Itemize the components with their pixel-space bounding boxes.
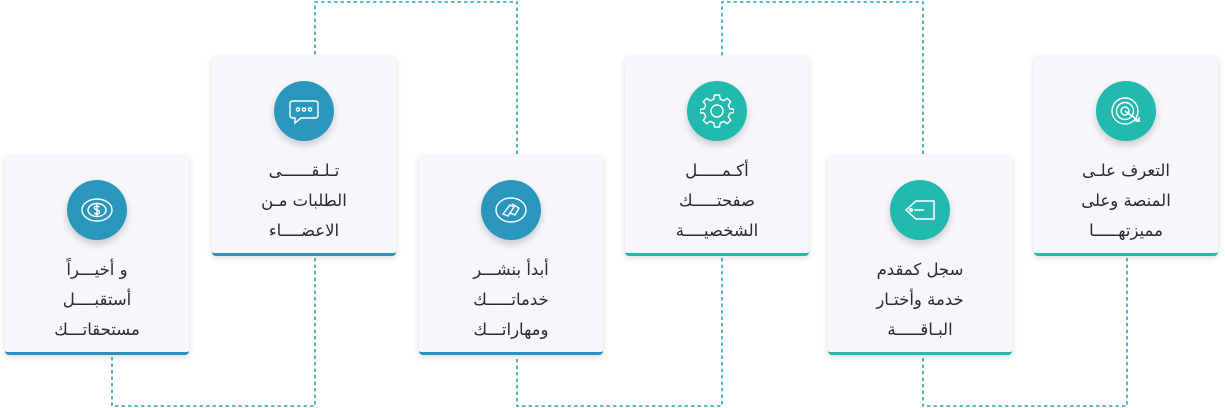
step-text-line: البـاقـــــة xyxy=(887,320,953,339)
step-text-line: المنصة وعلى xyxy=(1081,191,1171,210)
step-card-6: و أخيـــراً أستقبــــل مستحقاتـــك xyxy=(5,155,189,355)
step-text-line: خدماتـــــك xyxy=(473,290,549,309)
step-text-line: أستقبــــل xyxy=(62,290,132,309)
step-card-5: تـلـقــــــى الطلبات مـن الاعضــــاء xyxy=(212,56,396,256)
step-text-line: أبدأ بنشـــر xyxy=(473,260,549,279)
target-icon xyxy=(1096,81,1156,141)
step-text: أبدأ بنشـــر خدماتـــــك ومهاراتـــك xyxy=(429,255,593,345)
chat-bubble-icon xyxy=(274,81,334,141)
step-card-4: أبدأ بنشـــر خدماتـــــك ومهاراتـــك xyxy=(419,155,603,355)
step-text-line: مميزتهـــــا xyxy=(1089,221,1163,240)
step-text-line: التعرف علـى xyxy=(1082,161,1170,180)
step-text: التعرف علـى المنصة وعلى مميزتهـــــا xyxy=(1044,156,1208,246)
step-text: تـلـقــــــى الطلبات مـن الاعضــــاء xyxy=(222,156,386,246)
step-text-line: الطلبات مـن xyxy=(261,191,347,210)
step-text: و أخيـــراً أستقبــــل مستحقاتـــك xyxy=(15,255,179,345)
ticket-icon xyxy=(890,180,950,240)
step-text-line: ومهاراتـــك xyxy=(473,320,549,339)
step-text: أكـمـــــل صفحتـــــك الشخصيــــة xyxy=(635,156,799,246)
step-text-line: صفحتـــــك xyxy=(678,191,756,210)
step-text-line: تـلـقــــــى xyxy=(268,161,340,180)
step-text-line: الشخصيــــة xyxy=(675,221,759,240)
step-text-line: مستحقاتـــك xyxy=(54,320,140,339)
step-text-line: سجل كمقدم xyxy=(876,260,964,279)
gear-icon xyxy=(687,81,747,141)
step-text-line: الاعضــــاء xyxy=(268,221,340,240)
step-text-line: خدمة وأختـار xyxy=(876,290,964,309)
step-text-line: أكـمـــــل xyxy=(685,161,749,180)
step-card-2: سجل كمقدم خدمة وأختـار البـاقـــــة xyxy=(828,155,1012,355)
handshake-icon xyxy=(481,180,541,240)
step-text-line: و أخيـــراً xyxy=(66,260,128,279)
dollar-coin-icon xyxy=(67,180,127,240)
step-card-3: أكـمـــــل صفحتـــــك الشخصيــــة xyxy=(625,56,809,256)
step-text: سجل كمقدم خدمة وأختـار البـاقـــــة xyxy=(838,255,1002,345)
step-card-1: التعرف علـى المنصة وعلى مميزتهـــــا xyxy=(1034,56,1218,256)
